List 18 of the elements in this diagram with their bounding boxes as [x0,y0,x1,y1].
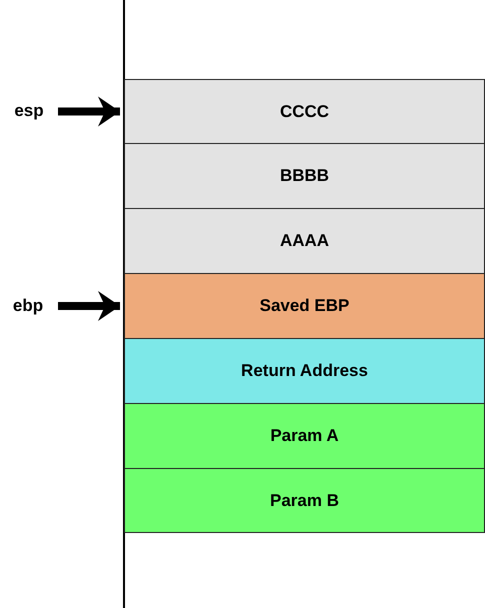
slot-label: Param A [270,426,339,446]
arrow [58,291,120,321]
stack-slot [124,79,485,144]
stack-slot [124,403,485,469]
stack-slot [124,208,485,274]
slot-label: AAAA [280,231,330,251]
stack-slot [124,338,485,404]
register-label: ebp [12,296,44,316]
arrow [58,96,120,126]
stack-slot [124,273,485,339]
slot-label: Saved EBP [260,296,350,316]
stack-slot [124,468,485,533]
slot-label: Return Address [241,361,368,381]
slot-label: BBBB [280,166,330,186]
slot-label: Param B [270,490,339,510]
stack-slot [124,143,485,209]
register-label: esp [14,101,44,121]
slot-label: CCCC [280,102,330,122]
